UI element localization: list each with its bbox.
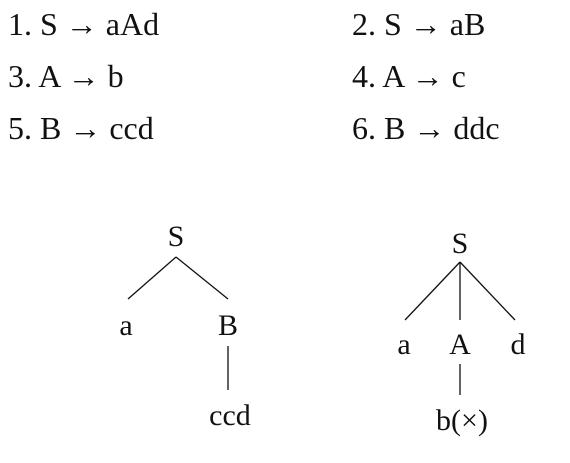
tree2-edge-s-a xyxy=(404,261,461,321)
tree2-edge-s-d xyxy=(459,261,516,321)
tree1-node-root: S xyxy=(168,220,185,253)
parse-tree-2: S a A d b(×) xyxy=(397,227,525,437)
tree1-edge-s-b xyxy=(175,256,229,300)
tree2-node-mid: A xyxy=(449,328,471,361)
parse-tree-1: S a B ccd xyxy=(119,220,250,432)
tree1-node-left: a xyxy=(119,309,132,342)
production-rule-1: 1. S → aAd xyxy=(8,6,160,42)
tree2-node-right: d xyxy=(511,328,526,361)
production-rule-6: 6. B → ddc xyxy=(352,110,500,146)
production-rule-3: 3. A → b xyxy=(8,58,124,94)
tree1-node-leaf: ccd xyxy=(209,399,251,432)
tree2-node-left: a xyxy=(397,328,410,361)
production-rule-5: 5. B → ccd xyxy=(8,110,154,146)
tree1-edge-s-a xyxy=(127,256,177,300)
production-rule-2: 2. S → aB xyxy=(352,6,486,42)
tree1-node-right: B xyxy=(218,309,238,342)
tree2-node-leaf: b(×) xyxy=(436,404,488,437)
tree2-node-root: S xyxy=(452,227,469,260)
production-rule-4: 4. A → c xyxy=(352,58,466,94)
